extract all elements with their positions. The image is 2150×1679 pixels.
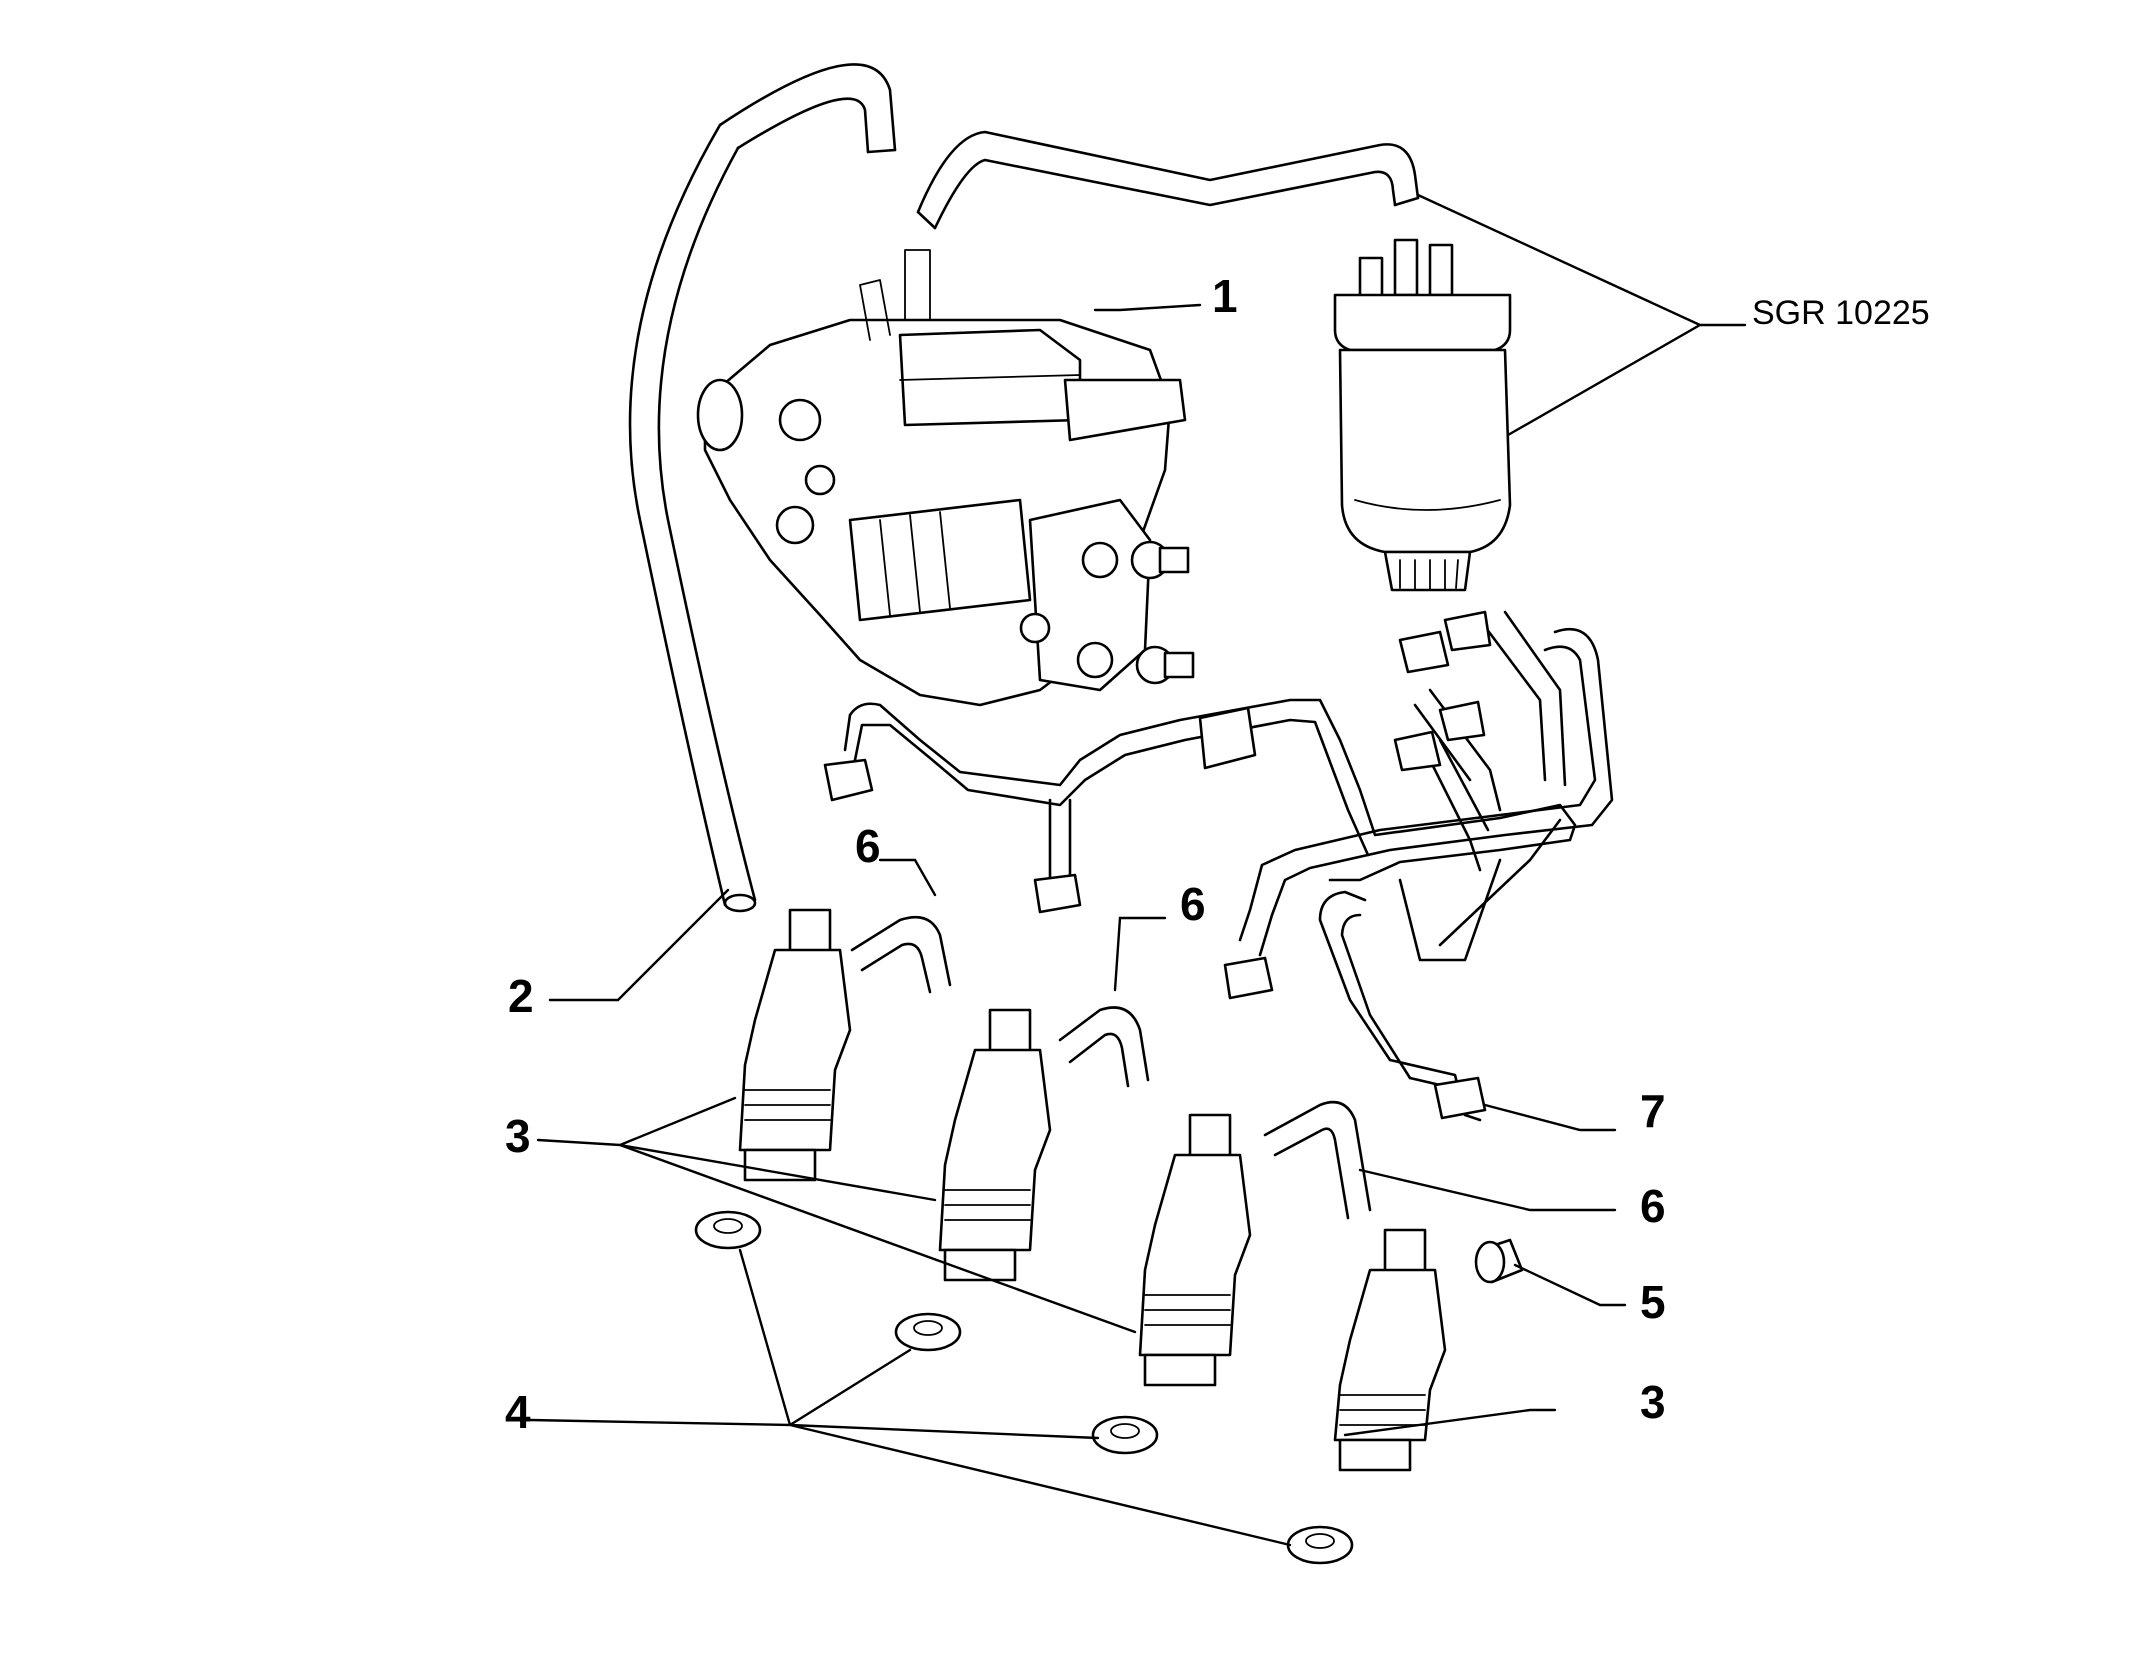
callout-5: 5	[1640, 1276, 1666, 1328]
callout-1: 1	[1212, 270, 1238, 322]
callout-6-mid: 6	[1180, 878, 1206, 930]
washers	[694, 1210, 1354, 1565]
filter-top-hose	[916, 130, 1420, 230]
injector-pipes	[823, 610, 1614, 1122]
return-hose	[628, 63, 897, 913]
injection-pump	[696, 249, 1195, 707]
leak-off-hoses	[850, 915, 1372, 1220]
injector-3	[1138, 1113, 1252, 1387]
callout-3-left: 3	[505, 1110, 531, 1162]
leader-lines	[528, 193, 1747, 1547]
callout-6-top: 6	[855, 820, 881, 872]
injector-2	[938, 1008, 1052, 1282]
callout-4: 4	[505, 1386, 531, 1438]
injector-4	[1333, 1228, 1447, 1472]
fuel-filter	[1333, 238, 1512, 592]
callout-6-right: 6	[1640, 1180, 1666, 1232]
callout-2: 2	[508, 970, 534, 1022]
callout-3-right: 3	[1640, 1376, 1666, 1428]
callout-7: 7	[1640, 1085, 1666, 1137]
reference-code: SGR 10225	[1752, 294, 1930, 332]
cap	[1474, 1238, 1524, 1284]
injector-1	[738, 908, 852, 1182]
injectors	[738, 908, 1447, 1472]
